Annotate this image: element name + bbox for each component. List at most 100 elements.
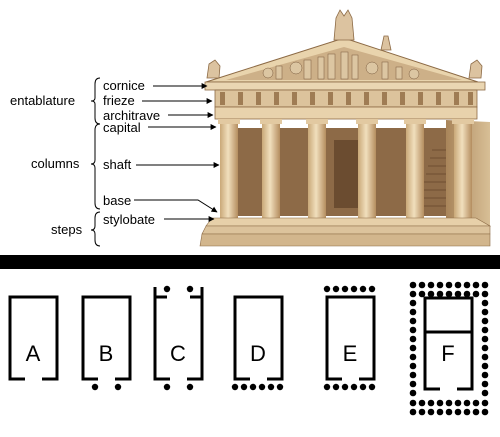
peristyle-column-dot [481,399,489,407]
bottom-step [199,233,491,247]
peristyle-column-dot [409,389,417,397]
plan-letter-A: A [26,341,41,366]
peristyle-column-dot [463,281,471,289]
part-label-shaft: shaft [103,157,132,172]
peristyle-column-dot [445,408,453,416]
peristyle-column-dot [481,389,489,397]
plan-letters: A B C D E F [26,341,455,366]
part-label-stylobate: stylobate [103,212,155,227]
peristyle-column-dot [409,362,417,370]
plan-F [423,296,474,391]
part-label-base: base [103,193,131,208]
peristyle-column-dot [481,317,489,325]
peristyle-column-dot [445,399,453,407]
acroterion-top [333,9,355,41]
front-columns [218,119,474,218]
peristyle-column-dot [418,399,426,407]
peristyle-column-dot [436,399,444,407]
peristyle-column-dot [409,371,417,379]
peristyle-column-dot [445,281,453,289]
peristyle-column-dot [409,299,417,307]
peristyle-column-dot [427,281,435,289]
plan-F-peristyle [409,281,489,416]
acroterion-left [206,59,221,79]
column [218,119,240,218]
peristyle-column-dot [472,399,480,407]
part-labels: entablature columns steps cornice frieze… [10,78,160,237]
section-divider [0,255,500,269]
peristyle-column-dot [481,353,489,361]
peristyle-column-dot [454,281,462,289]
peristyle-column-dot [445,290,453,298]
acroterion-right [468,59,483,79]
column [404,119,426,218]
stylobate-step [205,217,492,227]
peristyle-column-dot [472,408,480,416]
pediment-sculptures [262,51,420,80]
peristyle-column-dot [463,399,471,407]
peristyle-column-dot [436,408,444,416]
plan-letter-C: C [170,341,186,366]
temple-illustration [199,9,492,247]
bracket-entablature [90,77,101,125]
floor-plans [8,287,474,391]
peristyle-column-dot [409,281,417,289]
peristyle-column-dot [481,371,489,379]
peristyle-column-dot [472,290,480,298]
cornice-band [204,81,486,91]
peristyle-column-dot [409,344,417,352]
column [260,119,282,218]
peristyle-column-dot [454,408,462,416]
peristyle-column-dot [463,290,471,298]
peristyle-column-dot [481,335,489,343]
peristyle-column-dot [409,290,417,298]
peristyle-column-dot [418,408,426,416]
group-brackets [90,77,101,247]
middle-step [201,225,491,235]
peristyle-column-dot [481,326,489,334]
side-steps-shadow [418,149,446,207]
peristyle-column-dot [409,317,417,325]
bracket-steps [90,211,101,247]
peristyle-column-dot [409,408,417,416]
peristyle-column-dot [481,380,489,388]
part-label-capital: capital [103,120,141,135]
peristyle-column-dot [409,326,417,334]
peristyle-column-dot [418,290,426,298]
plan-D [233,295,284,381]
peristyle-column-dot [409,380,417,388]
peristyle-column-dot [481,362,489,370]
peristyle-column-dot [427,290,435,298]
plan-letter-F: F [441,341,454,366]
peristyle-column-dot [463,408,471,416]
plan-C [153,287,204,381]
peristyle-column-dot [454,399,462,407]
plan-B [81,295,132,381]
peristyle-column-dot [481,290,489,298]
peristyle-column-dot [427,399,435,407]
peristyle-column-dot [436,290,444,298]
group-label-columns: columns [31,156,80,171]
group-label-entablature: entablature [10,93,75,108]
plan-letter-E: E [343,341,358,366]
triglyphs [220,92,473,105]
plan-letter-D: D [250,341,266,366]
peristyle-column-dot [472,281,480,289]
peristyle-column-dot [427,408,435,416]
peristyle-column-dot [454,290,462,298]
arrow-base [134,199,218,213]
acroterion-mid [380,35,392,51]
part-label-cornice: cornice [103,78,145,93]
leader-arrows [134,83,220,222]
peristyle-column-dot [481,299,489,307]
architrave-band [214,106,478,120]
column [356,119,378,218]
peristyle-column-dot [481,308,489,316]
peristyle-column-dot [409,353,417,361]
plan-A [8,295,59,381]
peristyle-column-dot [409,308,417,316]
peristyle-column-dot [436,281,444,289]
group-label-steps: steps [51,222,83,237]
part-label-architrave: architrave [103,108,160,123]
